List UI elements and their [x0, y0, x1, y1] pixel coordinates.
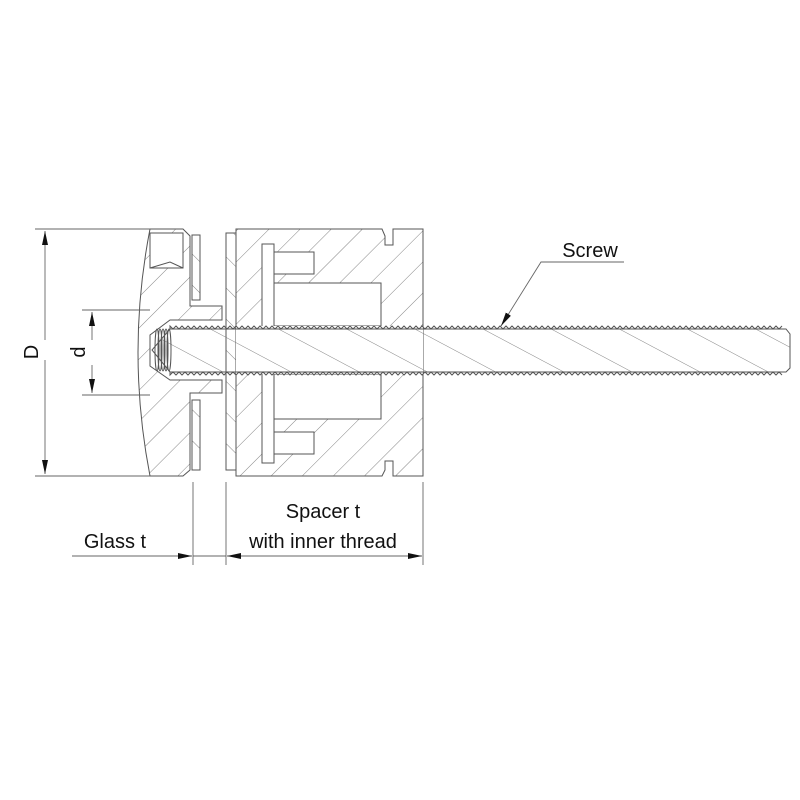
label-d: d — [68, 346, 90, 357]
head-thread-ring — [166, 328, 172, 372]
dimension-D: D — [21, 228, 150, 477]
dimension-d: d — [68, 309, 150, 396]
cover-cap — [137, 228, 223, 477]
label-spacer-t: Spacer t — [286, 501, 361, 523]
label-D: D — [21, 345, 43, 359]
label-screw: Screw — [562, 240, 618, 262]
label-inner-thread: with inner thread — [248, 531, 397, 553]
head-thread-ring — [163, 328, 169, 372]
head-thread-ring — [154, 328, 160, 372]
head-thread-ring — [157, 328, 163, 372]
screw-callout: Screw — [500, 240, 624, 327]
dimension-thickness: Glass t Spacer t with inner thread — [72, 482, 424, 565]
label-glass-t: Glass t — [84, 531, 147, 553]
head-thread-ring — [160, 328, 166, 372]
screw — [151, 324, 791, 377]
